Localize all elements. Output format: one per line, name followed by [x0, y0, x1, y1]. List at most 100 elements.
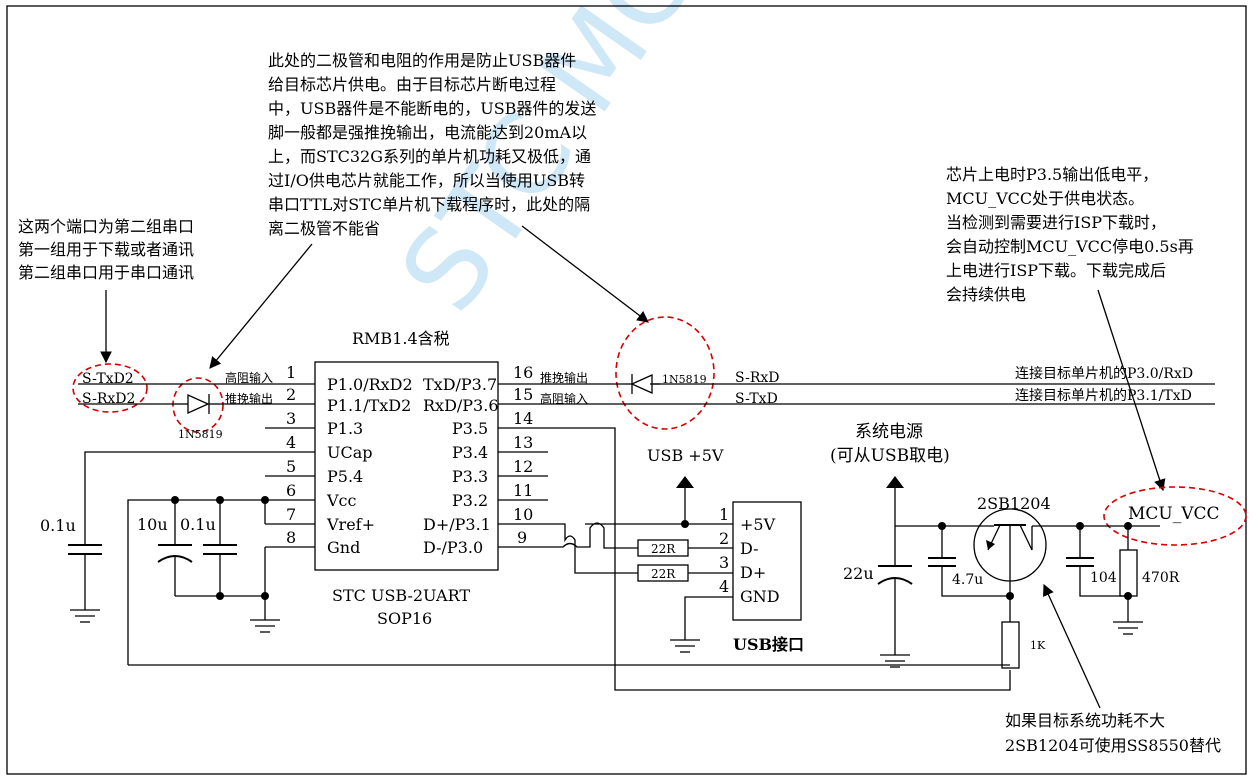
chip-price-label: RMB1.4含税	[352, 329, 450, 348]
pin-number-7: 7	[286, 505, 296, 524]
diode-note-line-7: 串口TTL对STC单片机下载程序时，此处的隔	[268, 195, 590, 214]
resistor-22r-a: 22R	[637, 539, 689, 557]
right-diode-highlight	[615, 316, 715, 430]
diode-note-line-2: 给目标芯片供电。由于目标芯片断电过程	[268, 75, 556, 94]
usb-5v-label: USB +5V	[647, 446, 724, 465]
pin-number-15: 15	[513, 385, 533, 404]
resistor-1k-label: 1K	[1030, 639, 1046, 652]
power-note-line-1: 芯片上电时P3.5输出低电平，	[946, 165, 1158, 184]
power-note-line-6: 会持续供电	[946, 285, 1026, 304]
pin-name-rxd-p36: RxD/P3.6	[423, 396, 499, 415]
diode-note: 此处的二极管和电阻的作用是防止USB器件 给目标芯片供电。由于目标芯片断电过程 …	[268, 51, 596, 238]
capacitor-01u	[203, 500, 237, 596]
usb-pin-name-5v: +5V	[740, 515, 776, 534]
port-note-line-3: 第二组串口用于串口通讯	[18, 263, 194, 282]
power-note-line-2: MCU_VCC处于供电状态。	[946, 189, 1144, 208]
usb-pin-number-2: 2	[719, 529, 729, 548]
diode-right-label: 1N5819	[662, 373, 707, 386]
chip-left-pins: 1 2 3 4 5 6 7 8 P1.0/RxD2 P1.1/TxD2 P1.3…	[265, 363, 413, 557]
resistor-470r	[1113, 526, 1143, 635]
usb-pin-name-gnd: GND	[740, 587, 780, 606]
diode-note-line-8: 离二极管不能省	[268, 219, 380, 238]
ground-symbol-usb	[670, 639, 700, 653]
pin-name-txd-p37: TxD/P3.7	[423, 375, 497, 394]
usb-connector-title: USB接口	[733, 635, 804, 654]
left-push-pull-label: 推挽输出	[225, 391, 273, 406]
p35-control-wire	[548, 427, 1011, 691]
pin-name-p10-rxd2: P1.0/RxD2	[327, 375, 413, 394]
ground-symbol-chip	[250, 619, 280, 633]
usb-pin-name-dp: D+	[740, 563, 766, 582]
system-power-subtitle: (可从USB取电)	[830, 446, 950, 466]
capacitor-104-label: 104	[1090, 570, 1117, 586]
pin-name-p54: P5.4	[327, 467, 363, 486]
pin-name-p11-txd2: P1.1/TxD2	[327, 396, 411, 415]
usb-pin-number-1: 1	[719, 505, 729, 524]
pin-number-1: 1	[286, 363, 296, 382]
pin-number-5: 5	[286, 457, 296, 476]
chip-right-pins: 16 15 14 13 12 11 10 9 TxD/P3.7 RxD/P3.6…	[423, 363, 548, 557]
s-rxd-label: S-RxD	[735, 370, 780, 386]
usb-data-wiring	[548, 522, 733, 574]
pin-number-16: 16	[513, 363, 533, 382]
mcu-vcc-label: MCU_VCC	[1128, 504, 1220, 524]
transistor-note: 如果目标系统功耗不大 2SB1204可使用SS8550替代	[1005, 711, 1221, 755]
power-note-line-3: 当检测到需要进行ISP下载时，	[946, 213, 1166, 232]
chip-name: STC USB-2UART	[332, 586, 470, 605]
resistor-22r-b-label: 22R	[651, 567, 676, 581]
system-power-title: 系统电源	[855, 422, 923, 442]
capacitor-10u	[157, 500, 193, 596]
capacitor-ucap-label: 0.1u	[40, 516, 76, 535]
diode-note-line-4: 脚一般都是强推挽输出，电流能达到20mA以	[268, 123, 587, 142]
pin-name-p32: P3.2	[452, 491, 488, 510]
resistor-470r-label: 470R	[1142, 570, 1180, 586]
usb-pin-name-dm: D-	[740, 539, 759, 558]
pin-name-vcc: Vcc	[326, 491, 357, 510]
capacitor-4.7u-label: 4.7u	[952, 572, 983, 588]
pin-number-14: 14	[513, 409, 533, 428]
mcu-vcc-highlight	[1103, 486, 1247, 546]
s-txd-label: S-TxD	[735, 391, 778, 407]
diode-right: 1N5819	[625, 373, 707, 395]
diode-note-line-5: 上，而STC32G系列的单片机功耗又极低，通	[268, 147, 591, 166]
power-note: 芯片上电时P3.5输出低电平， MCU_VCC处于供电状态。 当检测到需要进行I…	[946, 165, 1194, 304]
s-rxd2-label: S-RxD2	[82, 391, 135, 407]
port-note-line-2: 第一组用于下载或者通讯	[18, 240, 194, 259]
pin-name-dp-p31: D+/P3.1	[423, 515, 491, 534]
target-p30-label: 连接目标单片机的P3.0/RxD	[1015, 365, 1193, 382]
transistor-note-line-1: 如果目标系统功耗不大	[1005, 711, 1165, 730]
usb-pin-number-4: 4	[719, 577, 729, 596]
chip-package: SOP16	[377, 609, 432, 628]
capacitor-22u	[877, 565, 913, 668]
diode-note-arrow-right	[521, 225, 649, 323]
pin-name-p35: P3.5	[452, 419, 488, 438]
pin-number-13: 13	[513, 433, 533, 452]
pin-number-2: 2	[286, 385, 296, 404]
s-txd2-label: S-TxD2	[82, 371, 134, 387]
pin-number-8: 8	[286, 528, 296, 547]
transistor-label: 2SB1204	[977, 494, 1051, 513]
resistor-1k	[1001, 596, 1020, 669]
pin-number-11: 11	[513, 481, 533, 500]
pin-name-p13: P1.3	[327, 419, 363, 438]
diode-note-line-3: 中，USB器件是不能断电的，USB器件的发送	[268, 99, 596, 118]
pin-number-9: 9	[517, 528, 527, 547]
ucap-wire	[84, 451, 265, 545]
port-note-line-1: 这两个端口为第二组串口	[18, 217, 194, 236]
diode-note-line-1: 此处的二极管和电阻的作用是防止USB器件	[268, 51, 576, 70]
power-note-arrow	[1097, 289, 1166, 492]
pin-name-vref: Vref+	[326, 515, 375, 534]
pin-number-10: 10	[513, 505, 533, 524]
power-note-line-4: 会自动控制MCU_VCC停电0.5s再	[946, 237, 1194, 256]
left-high-z-label: 高阻输入	[225, 370, 273, 385]
capacitor-104	[1066, 526, 1128, 597]
usb-connector-body	[732, 501, 802, 621]
usb-gnd-wire	[684, 596, 733, 640]
drawing-frame	[6, 5, 1247, 775]
capacitor-10u-label: 10u	[137, 515, 168, 534]
pin-number-4: 4	[286, 433, 296, 452]
capacitor-01u-label: 0.1u	[180, 515, 216, 534]
port-note: 这两个端口为第二组串口 第一组用于下载或者通讯 第二组串口用于串口通讯	[18, 217, 194, 282]
pin-name-gnd: Gnd	[327, 538, 360, 557]
